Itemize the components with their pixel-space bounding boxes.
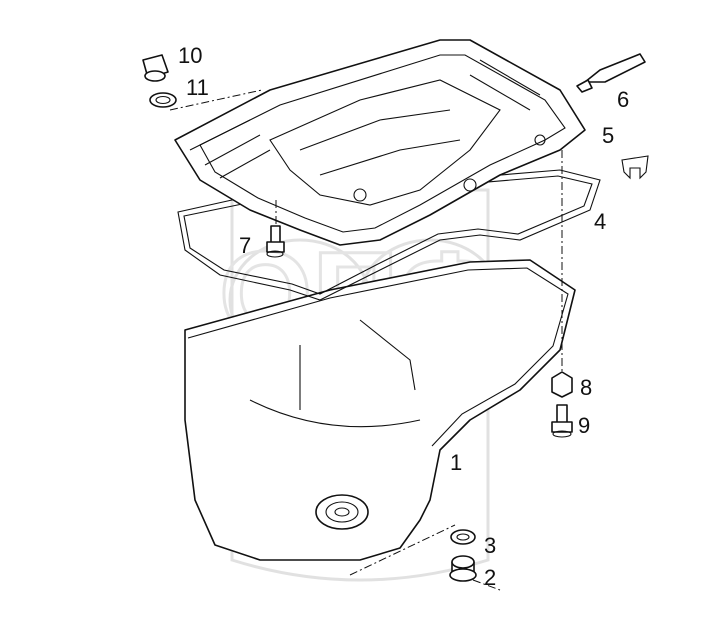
nut-insert [551, 371, 573, 398]
oil-pan [184, 259, 576, 561]
callout-11: 11 [186, 75, 209, 100]
bolt [551, 404, 573, 438]
callout-2: 2 [484, 565, 496, 590]
gasket [177, 169, 601, 301]
upper-oil-pan-frame [174, 39, 586, 246]
seal-washer [450, 529, 476, 545]
callout-5: 5 [602, 123, 614, 148]
callout-10: 10 [178, 43, 202, 68]
callout-6: 6 [617, 87, 629, 112]
callouts: 1 2 3 4 5 6 7 8 9 10 11 [178, 43, 629, 590]
callout-4: 4 [594, 209, 606, 234]
o-ring [149, 92, 177, 108]
sealant-tube [576, 53, 646, 93]
callout-7: 7 [239, 233, 251, 258]
callout-3: 3 [484, 533, 496, 558]
filler-cap [142, 54, 169, 82]
clip-icon [621, 155, 649, 180]
assembly-lines [169, 89, 563, 591]
drain-plug [449, 555, 477, 582]
callout-1: 1 [450, 450, 462, 475]
callout-8: 8 [580, 375, 592, 400]
bolt-with-washer [266, 225, 285, 258]
callout-9: 9 [578, 413, 590, 438]
